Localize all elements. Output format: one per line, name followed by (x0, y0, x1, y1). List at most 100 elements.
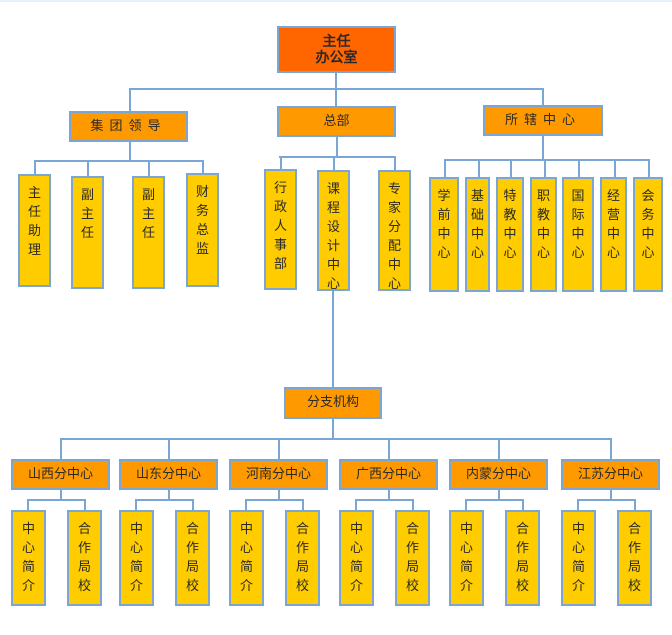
node-leader-3-label: 财务总监 (195, 185, 209, 257)
connector-line (498, 438, 500, 459)
node-subordinate-centers-label: 所辖中心 (504, 112, 581, 128)
node-branch-3: 广西分中心 (339, 459, 438, 490)
connector-line (336, 137, 338, 156)
connector-line (278, 438, 280, 459)
connector-line (522, 499, 524, 510)
branch-child-label: 合作局校 (295, 522, 309, 594)
connector-line (34, 160, 36, 174)
node-center-2-label: 特教中心 (503, 189, 517, 261)
connector-line (542, 136, 544, 160)
connector-line (577, 499, 635, 501)
node-leader-0-label: 主任助理 (27, 186, 41, 258)
node-leader-2: 副主任 (132, 176, 165, 289)
branch-child-label: 合作局校 (185, 522, 199, 594)
connector-line (332, 419, 334, 439)
node-center-0-label: 学前中心 (437, 189, 451, 261)
connector-line (332, 290, 334, 387)
connector-line (333, 156, 335, 170)
node-group-leaders: 集团领导 (69, 111, 188, 142)
connector-line (578, 159, 580, 177)
connector-line (280, 156, 282, 169)
root-label-line2: 办公室 (315, 49, 358, 66)
node-center-2: 特教中心 (496, 177, 524, 292)
root-label-line1: 主任 (322, 33, 351, 50)
node-branch-1-label: 山东分中心 (135, 466, 201, 482)
node-leader-3: 财务总监 (186, 173, 219, 287)
node-branch-5: 江苏分中心 (561, 459, 660, 490)
node-center-5: 经营中心 (600, 177, 627, 292)
connector-line (465, 499, 467, 510)
node-branch-3-label: 广西分中心 (355, 466, 421, 482)
connector-line (355, 499, 357, 510)
branch-child-label: 中心简介 (349, 522, 363, 594)
node-branch-4: 内蒙分中心 (449, 459, 548, 490)
branch-child-label: 中心简介 (239, 522, 253, 594)
branch-child-label: 合作局校 (627, 522, 641, 594)
node-center-6: 会务中心 (633, 177, 663, 292)
connector-line (444, 159, 648, 161)
node-branch-4-child-1: 合作局校 (505, 510, 540, 606)
node-hq-0: 行政人事部 (264, 169, 297, 290)
connector-line (444, 159, 446, 177)
node-center-6-label: 会务中心 (641, 189, 655, 261)
connector-line (302, 499, 304, 510)
connector-line (542, 88, 544, 105)
node-branch-1-child-1: 合作局校 (175, 510, 210, 606)
node-headquarters: 总部 (277, 106, 396, 137)
connector-line (412, 499, 414, 510)
node-branch-2-child-0: 中心简介 (229, 510, 264, 606)
connector-line (192, 499, 194, 510)
node-branch-2-child-1: 合作局校 (285, 510, 320, 606)
node-branch-2: 河南分中心 (229, 459, 328, 490)
node-branch-5-child-1: 合作局校 (617, 510, 652, 606)
connector-line (129, 142, 131, 161)
node-group-leaders-label: 集团领导 (90, 118, 167, 134)
node-center-3: 职教中心 (530, 177, 557, 292)
node-center-0: 学前中心 (429, 177, 459, 292)
connector-line (388, 490, 390, 500)
connector-line (61, 438, 612, 440)
node-leader-1: 副主任 (71, 176, 104, 289)
branch-child-label: 中心简介 (459, 522, 473, 594)
connector-line (510, 159, 512, 177)
connector-line (544, 159, 546, 177)
node-leader-0: 主任助理 (18, 174, 51, 287)
connector-line (478, 159, 480, 177)
node-hq-1: 课程设计中心 (317, 170, 350, 292)
connector-line (135, 499, 193, 501)
node-branch-5-label: 江苏分中心 (577, 466, 643, 482)
node-branches-label: 分支机构 (306, 395, 359, 410)
connector-line (335, 73, 337, 89)
connector-line (60, 438, 62, 459)
node-branch-0: 山西分中心 (11, 459, 110, 490)
node-branch-3-child-1: 合作局校 (395, 510, 430, 606)
node-branch-0-child-1: 合作局校 (67, 510, 102, 606)
connector-line (27, 499, 85, 501)
connector-line (34, 160, 202, 162)
connector-line (84, 499, 86, 510)
node-branch-1: 山东分中心 (119, 459, 218, 490)
connector-line (634, 499, 636, 510)
node-headquarters-label: 总部 (323, 113, 350, 129)
connector-line (60, 490, 62, 500)
connector-line (648, 159, 650, 177)
connector-line (168, 438, 170, 459)
node-hq-2: 专家分配中心 (378, 170, 411, 292)
connector-line (245, 499, 247, 510)
connector-line (148, 160, 150, 176)
node-center-4: 国际中心 (562, 177, 594, 292)
connector-line (129, 88, 131, 111)
connector-line (498, 490, 500, 500)
node-subordinate-centers: 所辖中心 (483, 105, 603, 136)
node-branch-1-child-0: 中心简介 (119, 510, 154, 606)
branch-child-label: 中心简介 (571, 522, 585, 594)
node-branch-5-child-0: 中心简介 (561, 510, 596, 606)
connector-line (27, 499, 29, 510)
connector-line (610, 438, 612, 459)
node-leader-2-label: 副主任 (141, 188, 155, 241)
node-center-1: 基础中心 (465, 177, 490, 292)
connector-line (388, 438, 390, 459)
node-branches: 分支机构 (284, 387, 382, 419)
branch-child-label: 合作局校 (77, 522, 91, 594)
